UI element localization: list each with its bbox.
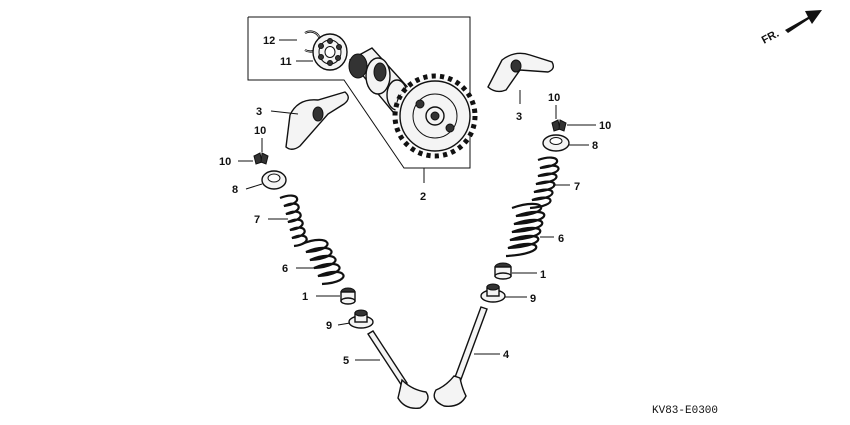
callout-8a: 8 bbox=[232, 184, 238, 196]
callout-12: 12 bbox=[263, 35, 275, 47]
bearing-part bbox=[312, 33, 348, 71]
rocker-arm-left-part bbox=[285, 91, 349, 150]
callout-4: 4 bbox=[503, 349, 510, 361]
front-arrow-icon bbox=[785, 10, 822, 33]
inner-spring-right-part bbox=[529, 156, 560, 210]
callout-5: 5 bbox=[343, 355, 349, 367]
callout-7b: 7 bbox=[574, 181, 580, 193]
valve-right-part bbox=[433, 306, 488, 407]
callout-8b: 8 bbox=[592, 140, 598, 152]
front-direction-label: FR. bbox=[760, 28, 781, 47]
cotters-right-part bbox=[551, 119, 567, 132]
callout-1b: 1 bbox=[540, 269, 546, 281]
outer-spring-left-part bbox=[301, 238, 345, 286]
outer-spring-right-part bbox=[505, 202, 546, 258]
callout-1a: 1 bbox=[302, 291, 308, 303]
retainer-right-part bbox=[542, 134, 570, 152]
diagram-code: KV83-E0300 bbox=[652, 405, 718, 417]
callout-10c: 10 bbox=[548, 92, 560, 104]
cotters-left-part bbox=[253, 152, 269, 165]
callout-6a: 6 bbox=[282, 263, 288, 275]
callout-3a: 3 bbox=[256, 106, 262, 118]
callout-10a: 10 bbox=[254, 125, 266, 137]
callout-7a: 7 bbox=[254, 214, 260, 226]
callout-11: 11 bbox=[280, 56, 292, 68]
rocker-arm-right-part bbox=[487, 52, 555, 93]
callout-6b: 6 bbox=[558, 233, 564, 245]
camshaft-group-outline bbox=[247, 16, 471, 169]
valve-left-part bbox=[367, 330, 429, 409]
callout-2: 2 bbox=[420, 191, 426, 203]
spring-seat-right-part bbox=[480, 283, 506, 303]
leader-line-8a bbox=[245, 183, 263, 190]
retainer-left-part bbox=[261, 170, 287, 190]
inner-spring-left-part bbox=[279, 194, 308, 248]
front-direction-indicator: FR. bbox=[760, 10, 822, 47]
callout-10b: 10 bbox=[219, 156, 231, 168]
callout-9a: 9 bbox=[326, 320, 332, 332]
callout-10d: 10 bbox=[599, 120, 611, 132]
callout-3b: 3 bbox=[516, 111, 522, 123]
spring-seat-left-part bbox=[348, 309, 374, 329]
leader-line-3a bbox=[270, 110, 299, 115]
stem-seal-left-part bbox=[340, 287, 356, 305]
stem-seal-right-part bbox=[494, 262, 512, 280]
cam-sprocket-part bbox=[392, 73, 478, 159]
leader-line-9a bbox=[337, 322, 351, 326]
callout-9b: 9 bbox=[530, 293, 536, 305]
